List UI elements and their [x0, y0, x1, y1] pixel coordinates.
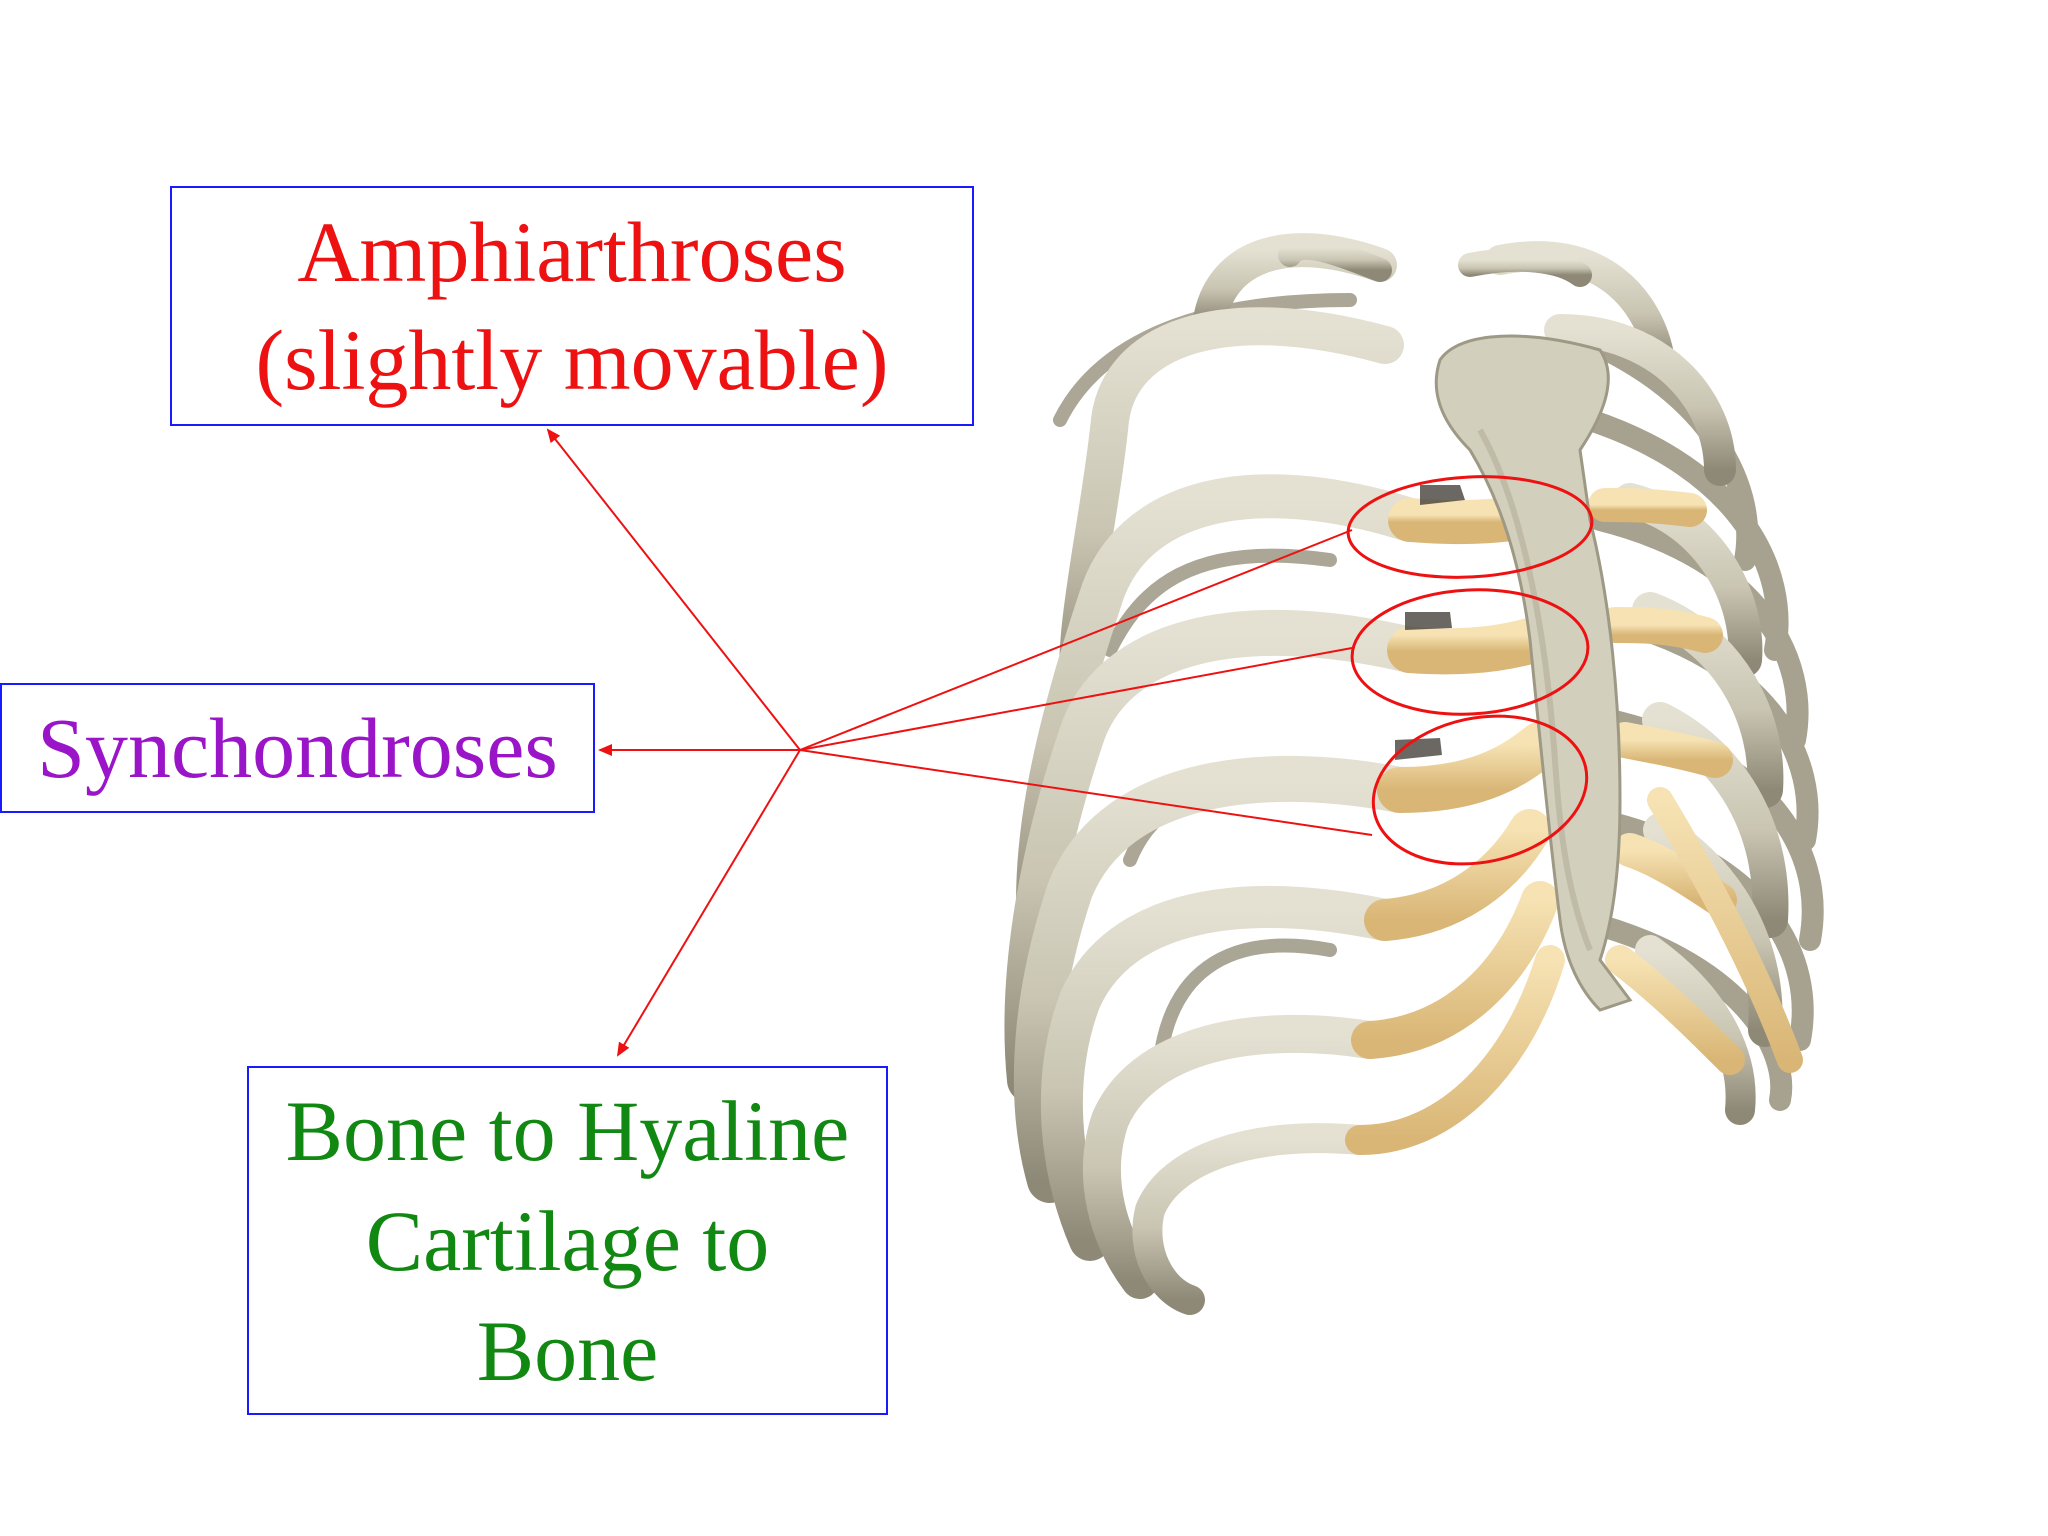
arrow-to-joint-type	[616, 749, 801, 1057]
rib-cage-icon	[1004, 233, 1824, 1315]
joint-highlight-ellipse-2	[1350, 588, 1590, 716]
synchondroses-label-box: Synchondroses	[0, 683, 595, 813]
amphiarthroses-subtitle: (slightly movable)	[255, 312, 889, 408]
joint-highlight-ellipse-3	[1371, 714, 1589, 866]
amphiarthroses-title: Amphiarthroses	[297, 204, 847, 300]
amphiarthroses-label-box: Amphiarthroses (slightly movable)	[170, 186, 974, 426]
joint-type-line-2: Cartilage to	[365, 1192, 770, 1289]
connector-line-2	[799, 647, 1353, 751]
joint-highlight-ellipse-1	[1346, 475, 1594, 579]
connector-line-3	[799, 749, 1373, 836]
joint-type-line-1: Bone to Hyaline	[285, 1082, 850, 1179]
joint-type-line-3: Bone	[476, 1302, 659, 1399]
joint-highlight-ellipses	[1346, 475, 1594, 866]
connector-line-1	[799, 529, 1353, 751]
joint-type-label-box: Bone to Hyaline Cartilage to Bone	[247, 1066, 888, 1415]
arrow-to-amphiarthroses	[546, 428, 801, 751]
synchondroses-title: Synchondroses	[37, 700, 558, 796]
label-arrows	[546, 428, 801, 1057]
connector-lines	[799, 529, 1373, 836]
